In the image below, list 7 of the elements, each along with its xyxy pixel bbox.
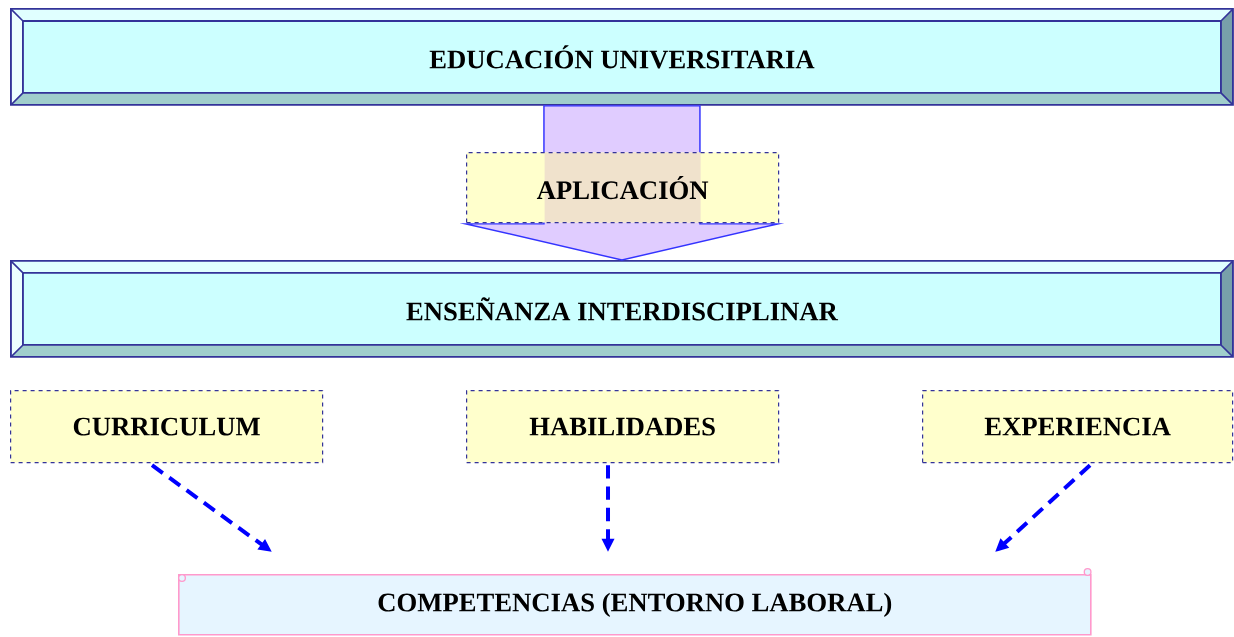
dashed-box: HABILIDADES <box>466 390 780 464</box>
dashed-box: CURRICULUM <box>10 390 324 464</box>
scroll-banner: COMPETENCIAS (ENTORNO LABORAL) <box>178 574 1092 636</box>
beveled-banner: ENSEÑANZA INTERDISCIPLINAR <box>10 260 1234 358</box>
dashed-box: EXPERIENCIA <box>922 390 1234 464</box>
beveled-banner: EDUCACIÓN UNIVERSITARIA <box>10 8 1234 106</box>
edge-label: APLICACIÓN <box>466 152 780 224</box>
